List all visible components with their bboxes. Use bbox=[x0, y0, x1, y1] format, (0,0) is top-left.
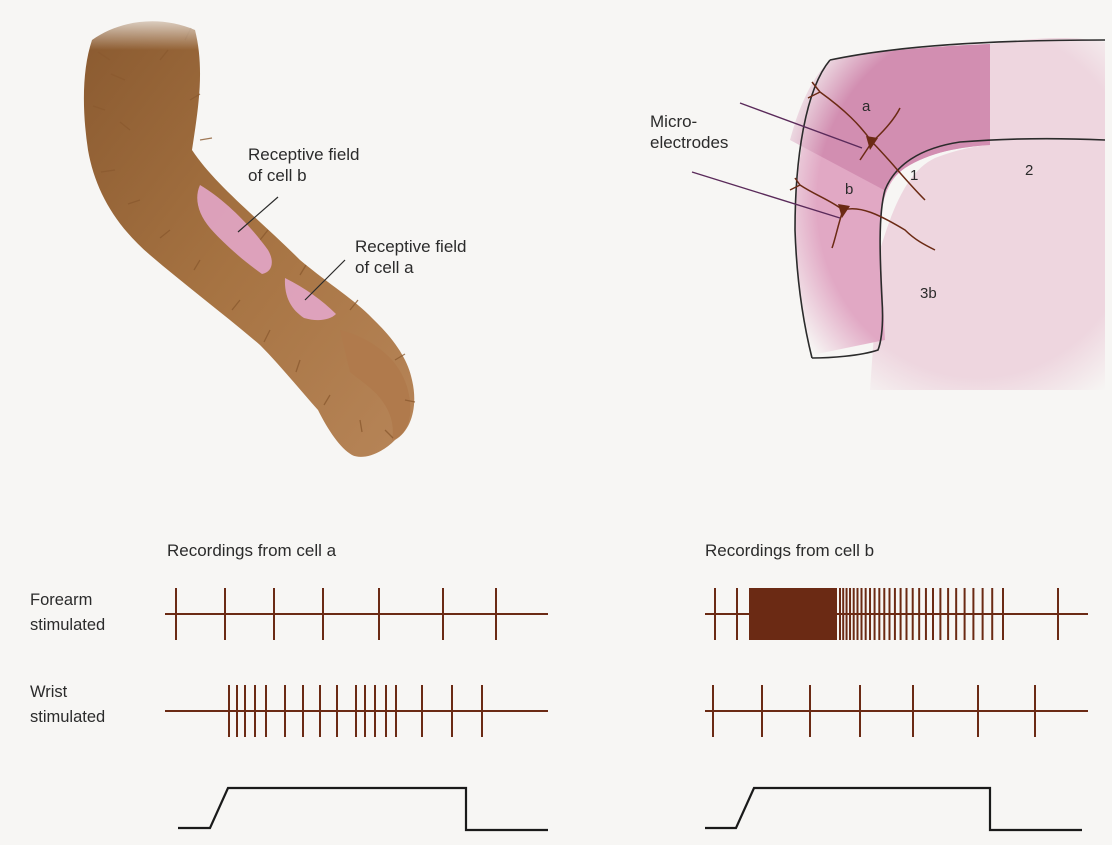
label-area-2: 2 bbox=[1025, 162, 1033, 179]
stimulus-trace-cell-b bbox=[705, 788, 1082, 830]
cortex-diagram: Micro- electrodes a b 1 2 3b bbox=[650, 38, 1110, 400]
spike-trains bbox=[165, 588, 1088, 737]
label-cell-a: a bbox=[862, 98, 871, 115]
label-electrodes-line1: Micro- bbox=[650, 112, 697, 131]
title-recordings-cell-a: Recordings from cell a bbox=[167, 541, 337, 560]
label-electrodes-line2: electrodes bbox=[650, 133, 728, 152]
label-receptive-field-b-line2: of cell b bbox=[248, 166, 307, 185]
spike-burst-cell-b-forearm bbox=[749, 588, 837, 640]
label-receptive-field-a-line1: Receptive field bbox=[355, 237, 467, 256]
label-receptive-field-a-line2: of cell a bbox=[355, 258, 414, 277]
row-label-wrist-line2: stimulated bbox=[30, 708, 105, 726]
label-receptive-field-b-line1: Receptive field bbox=[248, 145, 360, 164]
label-area-3b: 3b bbox=[920, 285, 937, 302]
row-label-forearm-line2: stimulated bbox=[30, 616, 105, 634]
title-recordings-cell-b: Recordings from cell b bbox=[705, 541, 874, 560]
row-label-wrist-line1: Wrist bbox=[30, 683, 68, 701]
label-cell-b: b bbox=[845, 181, 853, 198]
recordings-panel: Recordings from cell a Recordings from c… bbox=[30, 541, 1088, 830]
stimulus-trace-cell-a bbox=[178, 788, 548, 830]
monkey-arm-illustration: Receptive field of cell b Receptive fiel… bbox=[70, 10, 467, 457]
label-area-1: 1 bbox=[910, 167, 918, 184]
row-label-forearm-line1: Forearm bbox=[30, 591, 92, 609]
